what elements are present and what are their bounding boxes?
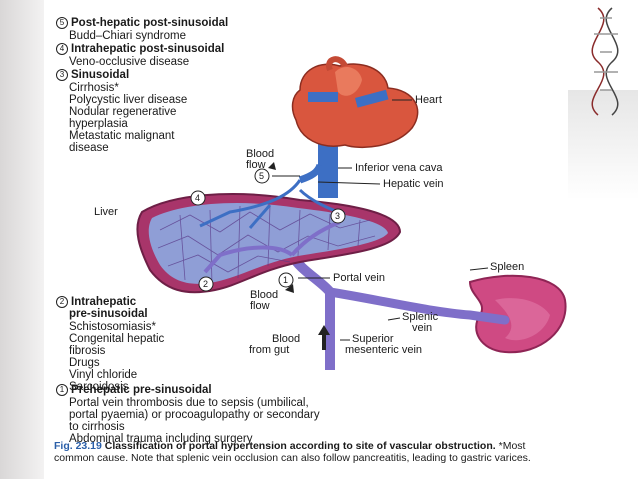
heart-shape bbox=[291, 63, 419, 149]
category-3-item: disease bbox=[69, 142, 109, 154]
portal-vein-label: Portal vein bbox=[333, 272, 385, 284]
blood-flow-top-label-2: flow bbox=[246, 159, 266, 171]
category-4-item: Veno-occlusive disease bbox=[69, 56, 190, 68]
category-4-number: 4 bbox=[56, 43, 68, 55]
category-1-item: to cirrhosis bbox=[69, 421, 125, 433]
marker-3 bbox=[330, 208, 346, 224]
liver-label: Liver bbox=[94, 206, 118, 218]
category-3-item: Polycystic liver disease bbox=[69, 94, 188, 106]
superior-mesenteric-vein-label-2: mesenteric vein bbox=[345, 344, 423, 356]
marker-label-2: 2 bbox=[203, 279, 209, 289]
marker-label-3: 3 bbox=[335, 211, 341, 221]
category-3-number: 3 bbox=[56, 69, 68, 81]
decorative-background-right bbox=[568, 90, 638, 200]
category-2-item: Schistosomiasis* bbox=[69, 321, 156, 333]
superior-mesenteric-vein-label-1: Superior bbox=[352, 333, 394, 345]
category-3-item: Metastatic malignant bbox=[69, 130, 175, 142]
inferior-vena-cava-label: Inferior vena cava bbox=[355, 162, 443, 174]
category-2-item: fibrosis bbox=[69, 345, 106, 357]
spleen-label: Spleen bbox=[490, 261, 525, 273]
blood-flow-top-label-1: Blood bbox=[246, 148, 275, 160]
category-1-item: portal pyaemia) or procoagulopathy or se… bbox=[69, 409, 320, 421]
category-2-item: Sarcoidosis bbox=[69, 381, 129, 393]
figure-title: Classification of portal hypertension ac… bbox=[104, 440, 496, 452]
blood-flow-mid-label-1: Blood bbox=[250, 289, 279, 301]
category-5-number: 5 bbox=[56, 17, 68, 29]
hepatic-vein-shape bbox=[298, 163, 324, 184]
category-1-item: Abdominal trauma including surgery bbox=[69, 433, 253, 445]
marker-label-4: 4 bbox=[195, 193, 201, 203]
figure-number: Fig. 23.19 bbox=[54, 440, 102, 452]
marker-label-5: 5 bbox=[259, 171, 265, 181]
category-5-item: Budd–Chiari syndrome bbox=[69, 30, 186, 42]
figure-note: *Most common cause. Note that splenic ve… bbox=[54, 440, 531, 464]
blood-from-gut-label-1: Blood bbox=[272, 333, 301, 345]
category-3-item: Nodular regenerative bbox=[69, 106, 177, 118]
blood-from-gut-label-2: from gut bbox=[249, 344, 290, 356]
category-3-item: hyperplasia bbox=[69, 118, 128, 130]
category-2-item: Congenital hepatic bbox=[69, 333, 165, 345]
marker-1 bbox=[278, 272, 294, 288]
marker-label-1: 1 bbox=[283, 275, 289, 285]
heart-label: Heart bbox=[415, 94, 442, 106]
blood-flow-mid-label-2: flow bbox=[250, 300, 270, 312]
category-1-item: Portal vein thrombosis due to sepsis (um… bbox=[69, 397, 309, 409]
hepatic-vein-label: Hepatic vein bbox=[383, 178, 444, 190]
category-3-item: Cirrhosis* bbox=[69, 82, 119, 94]
category-2-title-line2: pre-sinusoidal bbox=[69, 308, 148, 320]
splenic-vein-label-1: Splenic bbox=[402, 311, 439, 323]
category-2-number: 2 bbox=[56, 296, 68, 308]
marker-2 bbox=[198, 276, 214, 292]
marker-5 bbox=[254, 168, 270, 184]
category-2-item: Drugs bbox=[69, 357, 100, 369]
decorative-background-left bbox=[0, 0, 44, 479]
figure-caption: Fig. 23.19 Classification of portal hype… bbox=[54, 440, 564, 464]
category-2-item: Vinyl chloride bbox=[69, 369, 138, 381]
marker-4 bbox=[190, 190, 206, 206]
splenic-vein-label-2: vein bbox=[412, 322, 433, 334]
category-1-number: 1 bbox=[56, 384, 68, 396]
splenic-vein-shape bbox=[325, 287, 510, 325]
